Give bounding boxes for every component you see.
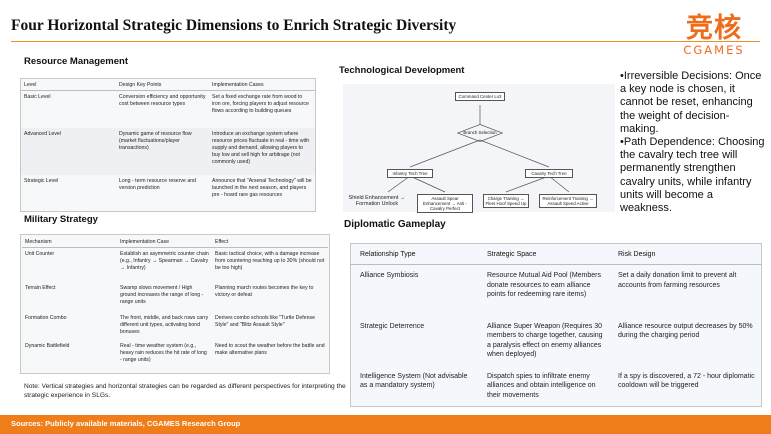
infantry-leaf-spear: Assault Spear Enhancement → Anti - Caval… [417,194,473,213]
table-cell: Real - time weather system (e.g., heavy … [120,342,207,363]
table-cell: Establish an asymmetric counter chain (e… [120,251,209,271]
military-strategy-panel [20,234,330,374]
column-header: Relationship Type [350,245,480,265]
table-header-row: Level Design Key Points Implementation C… [21,80,315,91]
table-row: Strategic Deterrence Alliance Super Weap… [350,316,762,366]
table-cell: Swamp slows movement / High ground incre… [120,284,204,305]
column-header: Level [21,80,116,91]
tech-tree-connectors [387,105,570,193]
command-center-node: Command Center Lv3 [455,92,505,101]
table-cell: Set a daily donation limit to prevent al… [618,272,737,289]
table-cell: Need to scout the weather before the bat… [215,342,325,356]
column-header: Risk Design [611,245,762,265]
diplomatic-gameplay-panel [350,243,762,407]
table-cell: Alliance Symbiosis [360,272,419,279]
column-header: Strategic Space [480,245,611,265]
table-cell: Strategic Deterrence [360,322,425,330]
table-cell: Unit Counter [25,251,55,257]
diplomatic-gameplay-heading: Diplomatic Gameplay [344,219,446,230]
table-cell: The front, middle, and back rows carry d… [120,314,209,335]
table-cell: Strategic Level [24,177,59,184]
resource-management-heading: Resource Management [24,56,129,67]
tech-note-path-dependence: •Path Dependence: Choosing the cavalry t… [620,136,765,215]
resource-management-panel [20,78,316,212]
table-cell: If a spy is discovered, a 72 - hour dipl… [618,372,755,390]
page-title: Four Horizontal Strategic Dimensions to … [11,17,457,34]
column-header: Implementation Cases [209,80,315,91]
table-row: Basic Level Conversion efficiency and op… [21,91,315,128]
table-cell: Introduce an exchange system where resou… [212,130,310,165]
table-cell: Resource Mutual Aid Pool (Members donate… [487,272,601,299]
table-cell: Set a fixed exchange rate from wood to i… [212,94,309,114]
tech-note-irreversible: •Irreversible Decisions: Once a key node… [620,70,762,135]
infantry-leaf-shield: Shield Enhancement → Formation Unlock [348,195,406,207]
tech-notes: •Irreversible Decisions: Once a key node… [620,70,766,215]
table-cell: Dynamic Battlefield [25,342,70,349]
table-cell: Derives combo schools like "Turtle Defen… [215,314,315,328]
table-cell: Conversion efficiency and opportunity co… [119,94,206,107]
column-header: Design Key Points [116,80,209,91]
table-cell: Announce that "Arsenal Technology" will … [212,177,312,198]
table-cell: Advanced Level [24,130,61,137]
diplomatic-gameplay-table: Relationship Type Strategic Space Risk D… [350,245,762,408]
table-row: Unit Counter Establish an asymmetric cou… [22,248,328,282]
table-cell: Planning march routes becomes the key to… [215,284,314,298]
column-header: Effect [212,237,328,248]
table-header-row: Mechanism Implementation Case Effect [22,237,328,248]
logo-wordmark: CGAMES [683,43,745,57]
cavalry-leaf-charge: Charge Training → Fleet Hoof Speed Up [483,194,529,208]
sources-text: Sources: Publicly available materials, C… [11,419,241,428]
table-cell: Alliance Super Weapon (Requires 30 membe… [487,322,603,359]
table-cell: Intelligence System (Not advisable as a … [360,372,468,390]
column-header: Mechanism [22,237,117,248]
table-row: Intelligence System (Not advisable as a … [350,366,762,408]
infantry-tech-tree-node: Infantry Tech Tree [387,169,433,178]
military-strategy-heading: Military Strategy [24,214,98,225]
cgames-logo: 竞核 CGAMES [668,13,760,57]
column-header: Implementation Case [117,237,212,248]
table-cell: Terrain Effect [25,284,56,291]
table-cell: Basic Level [24,94,51,100]
footnote: Note: Vertical strategies and horizontal… [24,383,346,399]
technological-development-heading: Technological Development [339,65,465,76]
cavalry-tech-tree-node: Cavalry Tech Tree [525,169,573,178]
table-cell: Dynamic game of resource flow (market fl… [119,130,192,151]
table-cell: Formation Combo [25,314,67,321]
title-divider [11,41,760,42]
logo-glyphs: 竞核 [686,13,742,44]
tech-tree-diagram: Command Center Lv3 Branch Selection Infa… [343,84,615,213]
military-strategy-table: Mechanism Implementation Case Effect Uni… [22,237,328,370]
table-cell: Dispatch spies to infiltrate enemy allia… [487,372,596,399]
branch-selection-node: Branch Selection [463,130,497,135]
table-row: Formation Combo The front, middle, and b… [22,312,328,340]
footer-bar: Sources: Publicly available materials, C… [0,415,771,434]
table-header-row: Relationship Type Strategic Space Risk D… [350,245,762,265]
table-row: Advanced Level Dynamic game of resource … [21,127,315,175]
table-row: Alliance Symbiosis Resource Mutual Aid P… [350,265,762,316]
resource-management-table: Level Design Key Points Implementation C… [21,80,315,209]
table-row: Strategic Level Long - term resource res… [21,175,315,209]
table-row: Terrain Effect Swamp slows movement / Hi… [22,282,328,312]
table-row: Dynamic Battlefield Real - time weather … [22,340,328,370]
table-cell: Alliance resource output decreases by 50… [618,322,753,340]
branch-diamond-icon [457,124,503,142]
table-cell: Basic tactical choice, with a damage inc… [215,251,325,271]
cavalry-leaf-reinforcement: Reinforcement Training → Assault Speed A… [539,194,597,208]
table-cell: Long - term resource reserve and version… [119,177,196,191]
